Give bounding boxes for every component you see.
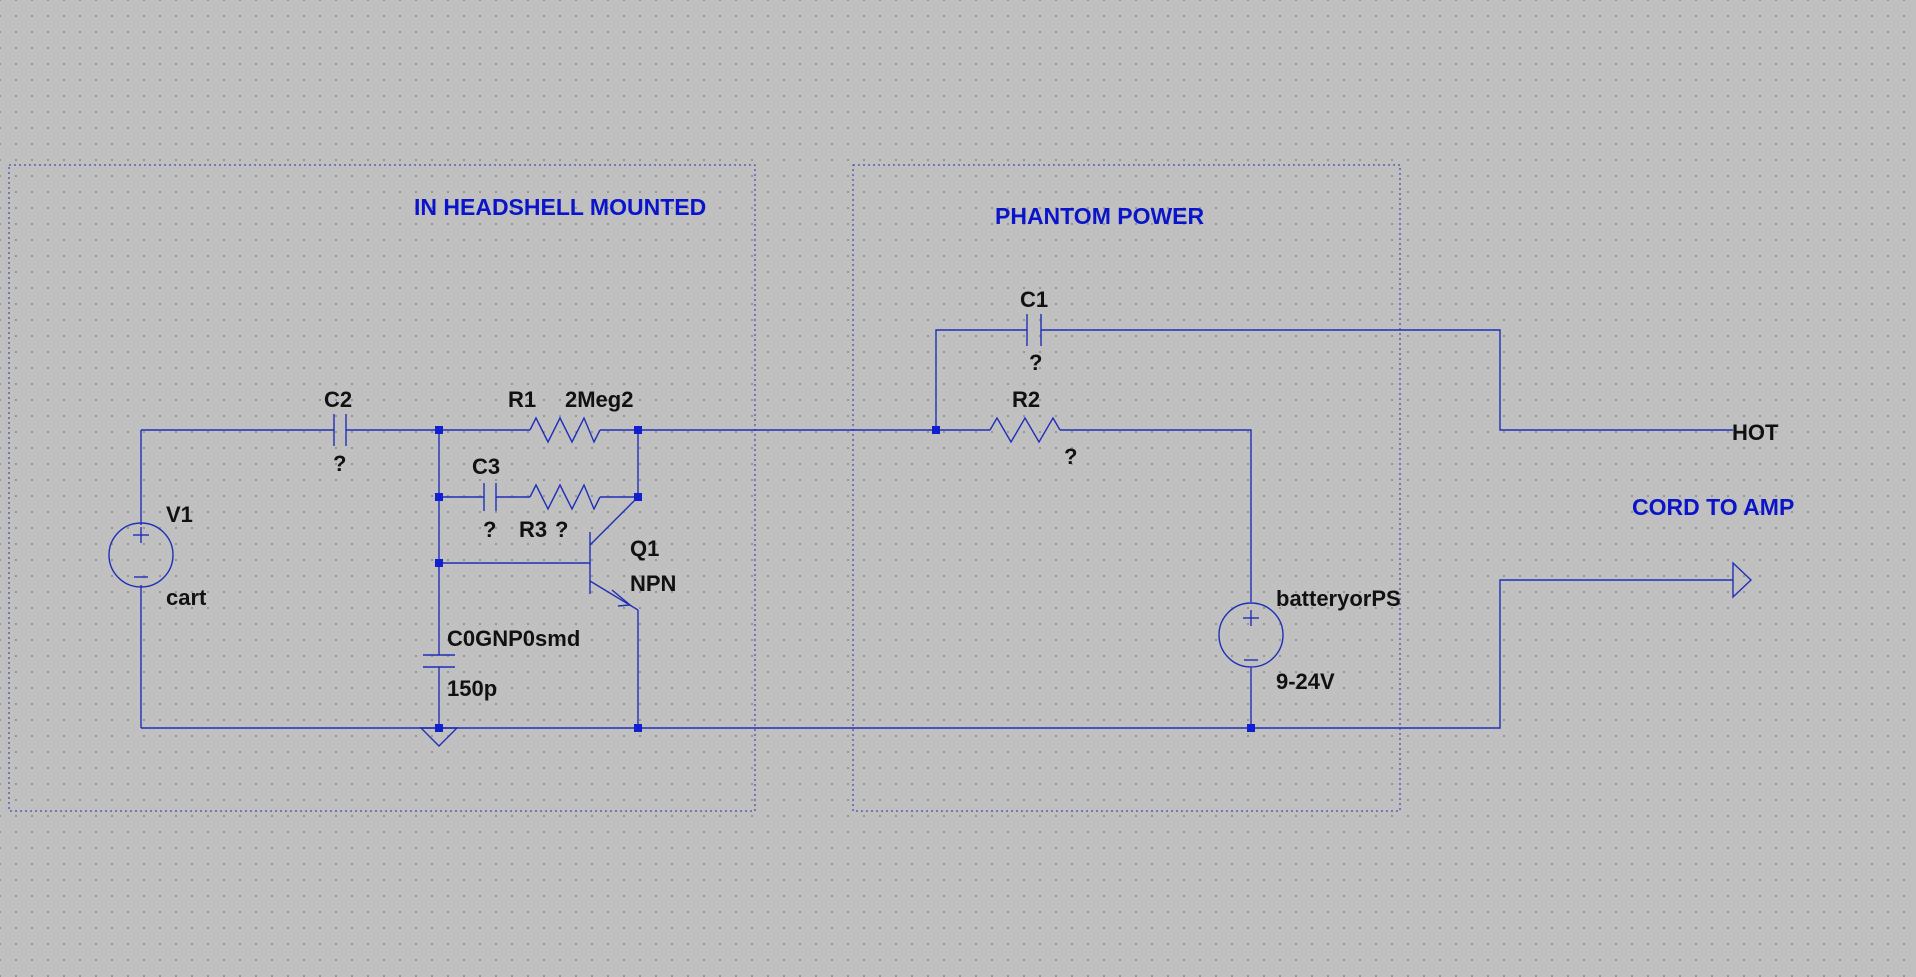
junction-dot — [1247, 724, 1255, 732]
resistor-r2[interactable] — [989, 416, 1061, 444]
capacitor-c4[interactable] — [423, 654, 455, 668]
headshell-region-box[interactable] — [8, 164, 756, 812]
resistor-r1[interactable] — [529, 416, 601, 444]
c3-value-label: ? — [483, 517, 496, 542]
battery-name-label: batteryorPS — [1276, 586, 1401, 611]
headshell-region-title: IN HEADSHELL MOUNTED — [414, 194, 706, 220]
r1-name-label: R1 — [508, 387, 536, 412]
r2-value-label: ? — [1064, 444, 1077, 469]
wire-c1-hot[interactable] — [1041, 329, 1733, 431]
r3-name-label: R3 — [519, 517, 547, 542]
r3-value-label: ? — [555, 517, 568, 542]
r2-name-label: R2 — [1012, 387, 1040, 412]
c2-name-label: C2 — [324, 387, 352, 412]
junction-dot — [435, 559, 443, 567]
phantom-region-title: PHANTOM POWER — [995, 203, 1205, 229]
q1-value-label: NPN — [630, 571, 676, 596]
wire-node-c1[interactable] — [935, 329, 1027, 430]
battery-value-label: 9-24V — [1276, 669, 1335, 694]
transistor-q1[interactable] — [589, 496, 639, 611]
q1-name-label: Q1 — [630, 536, 659, 561]
resistor-r3[interactable] — [529, 483, 601, 511]
c4-name-label: C0GNP0smd — [447, 626, 580, 651]
voltage-source-battery[interactable] — [1218, 602, 1284, 668]
junction-dot — [634, 493, 642, 501]
r1-value-label: 2Meg2 — [565, 387, 633, 412]
c1-value-label: ? — [1029, 350, 1042, 375]
junctions — [435, 426, 1255, 732]
junction-dot — [435, 724, 443, 732]
c2-value-label: ? — [333, 451, 346, 476]
hot-net-label: HOT — [1732, 420, 1779, 445]
voltage-source-v1[interactable] — [108, 522, 174, 588]
wire-r2-battery[interactable] — [1060, 429, 1252, 602]
capacitor-c2[interactable] — [333, 414, 347, 446]
c4-value-label: 150p — [447, 676, 497, 701]
capacitor-c3[interactable] — [483, 483, 497, 511]
c1-name-label: C1 — [1020, 287, 1048, 312]
capacitor-c1[interactable] — [1026, 314, 1042, 346]
output-port-arrow-icon[interactable] — [1732, 561, 1753, 599]
v1-value-label: cart — [166, 585, 207, 610]
wires — [140, 329, 1733, 729]
phantom-region-box[interactable] — [852, 164, 1401, 812]
junction-dot — [634, 426, 642, 434]
v1-name-label: V1 — [166, 502, 193, 527]
cord-to-amp-title: CORD TO AMP — [1632, 494, 1794, 520]
junction-dot — [435, 426, 443, 434]
emitter-arrow-icon — [611, 589, 632, 607]
junction-dot — [932, 426, 940, 434]
junction-dot — [634, 724, 642, 732]
wire-ground-rail[interactable] — [141, 579, 1733, 729]
junction-dot — [435, 493, 443, 501]
c3-name-label: C3 — [472, 454, 500, 479]
